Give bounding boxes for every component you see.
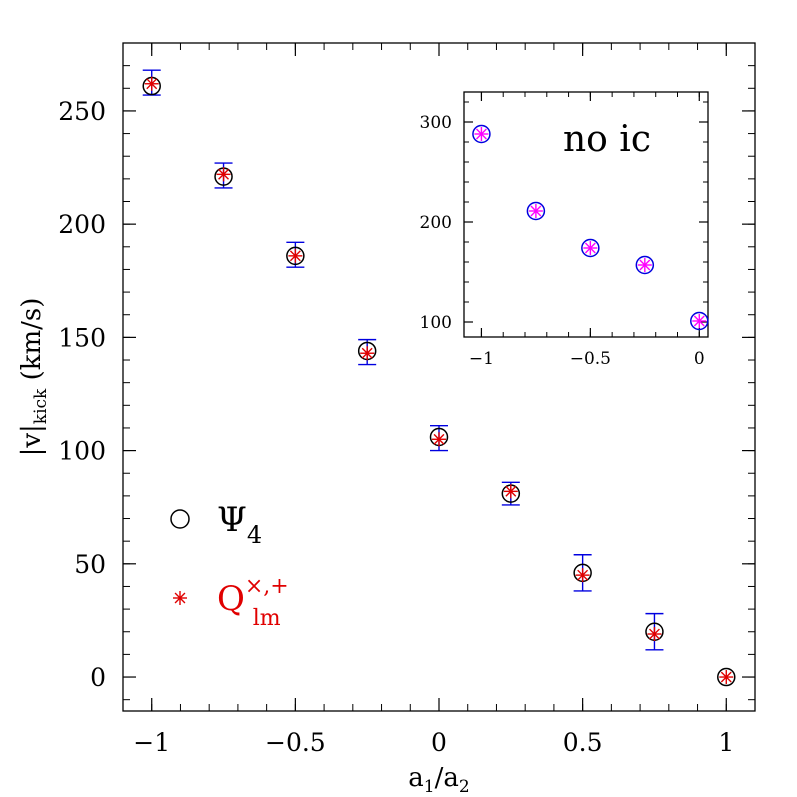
main-point-qlm [647, 627, 662, 642]
main-x-tick-label: −0.5 [265, 728, 326, 757]
main-y-axis-label: |v|kick (km/s) [17, 298, 51, 457]
inset-point-circle [472, 124, 491, 144]
main-y-tick-label: 150 [58, 323, 106, 352]
main-point-qlm [216, 167, 231, 182]
inset-y-tick-label: 200 [420, 213, 452, 233]
inset-x-tick-label: 0 [694, 349, 705, 369]
main-point-psi4 [286, 246, 305, 266]
inset-point-circle [635, 255, 655, 275]
inset-annotation: no ic [563, 119, 651, 160]
main-x-tick-label: −1 [133, 728, 170, 757]
main-y-tick-label: 0 [90, 663, 106, 692]
main-y-tick-label: 50 [74, 550, 106, 579]
main-point-qlm [719, 670, 734, 685]
main-point-qlm [503, 484, 518, 499]
main-y-tick-label: 200 [58, 210, 106, 239]
main-x-tick-label: 0 [431, 728, 447, 757]
main-x-tick-label: 1 [718, 728, 734, 757]
main-point-qlm [575, 568, 590, 583]
legend-circle-marker [170, 509, 190, 529]
inset-point-asterisk [528, 204, 543, 218]
inset-x-tick-label: −1 [469, 349, 494, 369]
inset-y-tick-label: 100 [420, 313, 452, 333]
main-x-tick-label: 0.5 [563, 728, 603, 757]
legend-label-qlm: Q×,+lm [217, 574, 289, 631]
inset-point-asterisk [474, 127, 489, 141]
inset-y-tick-label: 300 [420, 113, 452, 133]
legend-asterisk-marker [173, 591, 187, 605]
main-point-psi4 [717, 667, 736, 687]
main-point-qlm [144, 76, 159, 91]
main-point-qlm [288, 248, 303, 263]
inset-point-circle [526, 201, 546, 221]
main-point-qlm [360, 346, 375, 361]
inset-point-asterisk [583, 241, 598, 255]
main-point-qlm [432, 432, 446, 447]
legend-label-psi4: Ψ4 [217, 500, 262, 549]
main-y-tick-label: 100 [58, 437, 106, 466]
inset-point-asterisk [692, 314, 707, 328]
inset-point-circle [690, 311, 709, 331]
main-x-axis-label: a1/a2 [408, 763, 469, 797]
inset-frame [463, 91, 709, 338]
inset-plot: −1 −0.5 0 100 200 300 no ic [420, 91, 709, 369]
inset-x-tick-label: −0.5 [570, 349, 611, 369]
main-y-tick-label: 250 [58, 97, 106, 126]
inset-point-asterisk [637, 258, 652, 272]
inset-point-circle [581, 238, 600, 258]
